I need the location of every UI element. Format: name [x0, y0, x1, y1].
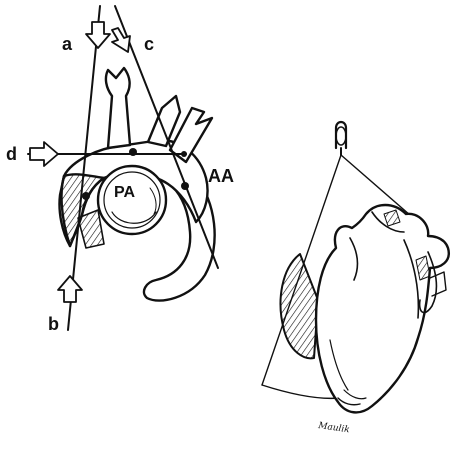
label-a: a	[62, 34, 73, 54]
suspension-hook	[336, 122, 346, 148]
arrow-d	[30, 142, 58, 166]
label-aa: AA	[208, 166, 234, 186]
hatched-heart-wing	[281, 254, 318, 358]
label-c: c	[144, 34, 154, 54]
brachiocephalic-trunk	[106, 68, 130, 148]
arrow-a	[86, 22, 110, 48]
label-pa: PA	[114, 184, 135, 201]
label-d: d	[6, 144, 17, 164]
arrow-c	[112, 28, 130, 52]
arrow-b	[58, 276, 82, 302]
hatched-tissue	[78, 210, 104, 248]
label-b: b	[48, 314, 59, 334]
suspended-heart-figure	[262, 122, 449, 412]
heart-specimen	[316, 205, 449, 412]
artist-signature: Maulik	[317, 421, 351, 435]
